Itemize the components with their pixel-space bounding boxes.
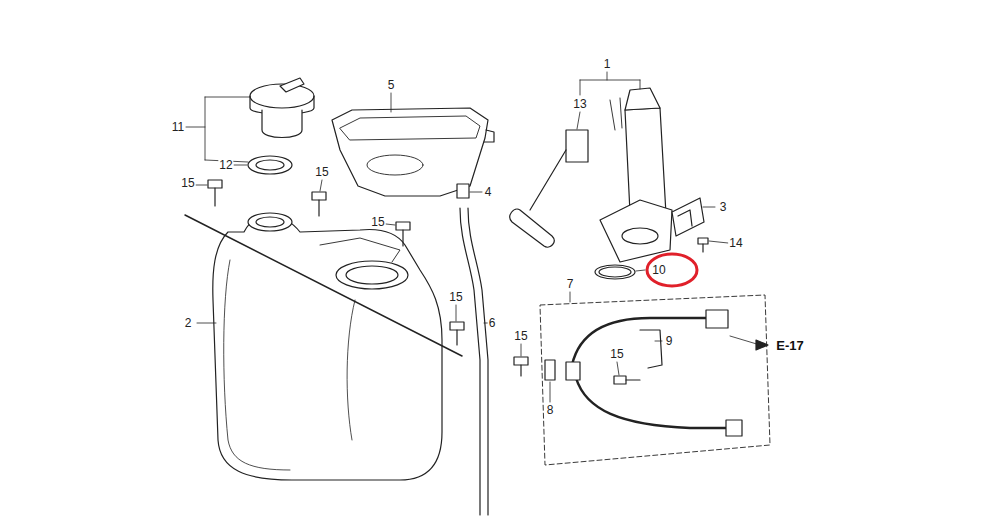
callout-number: 6	[488, 317, 497, 329]
callout-number: 2	[184, 317, 193, 329]
callout-number: 4	[484, 186, 493, 198]
callout-number: 15	[513, 330, 528, 342]
callout-number: 13	[572, 98, 587, 110]
callout-number: 11	[171, 121, 185, 133]
callout-number: 1	[603, 58, 612, 70]
callout-number: 15	[180, 177, 195, 189]
callout-number: 15	[448, 291, 463, 303]
callout-number: 3	[719, 201, 728, 213]
callout-number: 10	[651, 264, 666, 276]
callout-number: 5	[387, 79, 396, 91]
reference-code: E-17	[775, 339, 804, 352]
callout-number: 15	[370, 216, 385, 228]
callout-number: 9	[665, 335, 674, 347]
callout-number: 8	[546, 404, 555, 416]
callout-number: 15	[314, 166, 329, 178]
callout-number: 7	[566, 278, 575, 290]
callout-number: 12	[218, 159, 233, 171]
callout-number: 15	[609, 348, 624, 360]
callout-number: 14	[728, 237, 743, 249]
